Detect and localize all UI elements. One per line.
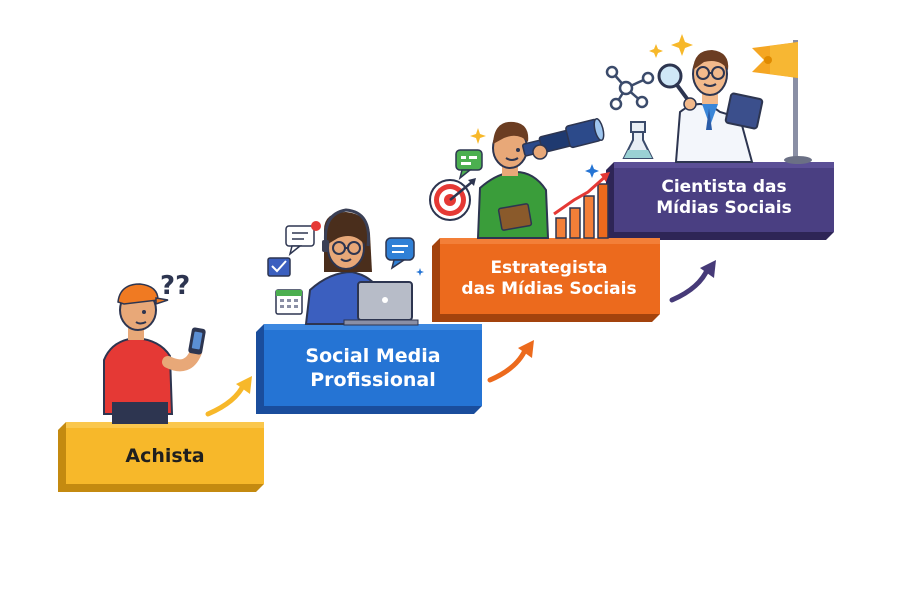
- step-label-cientista: Cientista das Mídias Sociais: [656, 176, 792, 218]
- step-block-estrategista: [432, 238, 660, 322]
- checklist-icon: [267, 257, 291, 277]
- growth-chart-icon: [553, 172, 610, 239]
- step-label-estrategista: Estrategista das Mídias Sociais: [461, 257, 637, 299]
- calendar-icon: [275, 289, 303, 315]
- achista-figure: [103, 283, 206, 424]
- step-block-social-media: [256, 324, 482, 414]
- arrow-1-icon: [205, 376, 252, 417]
- chat-bubble-icon: [455, 149, 483, 180]
- target-icon: [429, 178, 476, 221]
- step-block-cientista: [606, 162, 834, 240]
- flag-icon: [752, 40, 812, 164]
- molecule-icon: [605, 65, 655, 111]
- sparkle-icon: [649, 34, 693, 58]
- arrow-2-icon: [487, 340, 534, 383]
- question-marks: ??: [160, 271, 190, 301]
- step-label-social-media: Social Media Profissional: [305, 345, 441, 391]
- strategist-figure: [476, 118, 605, 239]
- scientist-figure: [657, 50, 764, 163]
- flask-icon: [622, 121, 654, 159]
- step-block-achista: [58, 422, 264, 492]
- social-media-pro-figure: [304, 208, 419, 326]
- sparkle-icon: [470, 128, 599, 178]
- arrow-3-icon: [669, 260, 716, 303]
- chat-bubble-icon: [385, 237, 424, 276]
- step-label-achista: Achista: [125, 445, 205, 468]
- message-icon: [285, 221, 321, 256]
